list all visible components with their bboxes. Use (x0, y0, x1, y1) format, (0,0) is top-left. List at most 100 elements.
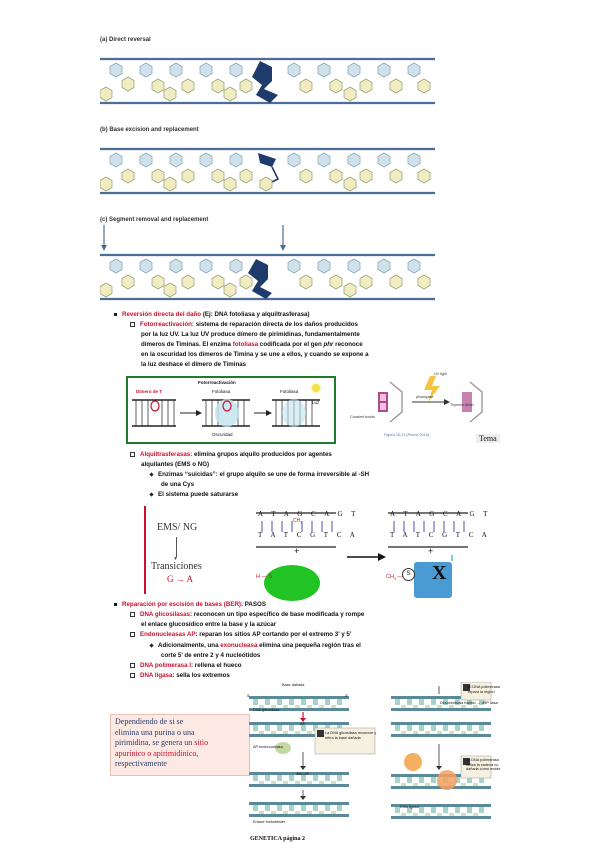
ber-i3: : rellena el hueco (191, 662, 242, 669)
plus-left: + (294, 546, 300, 556)
bullet-icon (114, 312, 117, 316)
seq-bot-left: T A T C G T C A (258, 531, 359, 539)
seq-top-left: A T A G C A G T (258, 510, 359, 518)
ber-step-1: La DNA glicosilasa reconoce y retira la … (325, 731, 377, 740)
alquil-line-1: Alquiltrasferasas: elimina grupos alquil… (130, 450, 332, 459)
foto-figure-dimer: Dímero de T (136, 389, 163, 394)
pink-note: Dependiendo de si se elimina una purina … (110, 714, 250, 776)
foto-figure-oscuridad: Oscuridad (212, 432, 233, 437)
alquil-line-2: alquilantes (EMS o NG) (141, 461, 210, 468)
alquil-bullet-1: Enzimas “suicidas”: el grupo alquilo se … (149, 470, 370, 479)
diamond-bullet-icon (149, 643, 154, 648)
reversion-heading: Reversión directa del daño (Ej: DNA foto… (114, 310, 310, 319)
ber-i4: : sella los extremos (172, 672, 230, 679)
pink-line-1: Dependiendo de si se (115, 717, 184, 726)
ch3-left: CH3 (293, 518, 303, 525)
pink-line-4: apurínico o apirimidínico, (115, 749, 245, 760)
pink-line-3: pirimidina, se genera un sitio (115, 738, 245, 749)
reversion-title-rest: (Ej: DNA fotoliasa y alquiltrasferasa) (201, 311, 310, 318)
ber-ligasa: DNA ligasa (400, 805, 419, 809)
ber-item-1: DNA glicosilasas: reconocen un tipo espe… (130, 610, 364, 619)
ber-item-3: DNA polimerasa I: rellena el hueco (130, 661, 242, 670)
foto-figure-title: Fotorreactivación (198, 380, 236, 385)
foto-figure-fotoliasa-2: Fotoliasa (280, 389, 299, 394)
square-bullet-icon (130, 321, 135, 327)
plus-right: + (428, 546, 434, 556)
ber-sitio: Sitio AP (296, 772, 310, 776)
panel-b-dna (100, 147, 435, 195)
ch3-left-text: CH (293, 518, 301, 524)
ber-i2s-b: elimina una pequeña región tras el (257, 642, 361, 649)
foto-line-4: en la oscuridad los dímeros de Timina y … (141, 351, 369, 358)
hs-label: H — S (256, 574, 273, 580)
ber-i2: : reparan los sitios AP cortando por el … (195, 631, 352, 638)
seq-top-right: A T A G C A G T (390, 510, 491, 518)
covalent-bonds-label: Covalent bonds (350, 415, 375, 419)
fotorreactivacion-figure: Fotorreactivación Dímero de T Fotoliasa … (126, 376, 336, 444)
alquil-transfer-figure (256, 512, 468, 601)
bullet-icon (114, 602, 117, 606)
alquil-label: Alquiltrasferasas: (140, 451, 193, 458)
tema-label: Tema (476, 434, 500, 443)
page-footer: GENETICA página 2 (250, 836, 306, 842)
panel-a-label: (a) Direct reversal (100, 37, 151, 43)
seq-bot-right: T A T C G T C A (390, 531, 491, 539)
alquil-bullet-2: El sistema puede saturarse (149, 490, 239, 499)
ber-title-rest: : PASOS (240, 601, 266, 608)
ber-subitem: Adicionalmente, una exonucleasa elimina … (149, 641, 361, 650)
ber-three-prime: 3’ (345, 694, 348, 698)
pink-comma: , (196, 748, 199, 758)
foto-line-2: por la luz UV. La luz UV produce dímero … (141, 331, 360, 338)
diamond-bullet-icon (149, 472, 154, 477)
ber-step-4: La DNA polimerasa utiliza la cadena no d… (466, 758, 501, 772)
ems-red-bar (144, 506, 146, 594)
ber-base-danada: Base dañada (282, 683, 305, 687)
foto-ladders (132, 399, 320, 427)
alquil-b2: El sistema puede saturarse (158, 491, 239, 498)
panel-a-dna (100, 57, 435, 105)
alquil-bullet-1b: de una Cys (161, 481, 195, 488)
foto-caption: Figura 16.23 (Pierce 2016) (384, 433, 430, 437)
square-bullet-icon (130, 662, 135, 668)
pink-line-5: respectivamente (115, 759, 167, 768)
ems-arrow-head: ▼ (173, 556, 178, 562)
foto-text-1: sistema de reparación directa de los dañ… (193, 321, 359, 328)
square-bullet-icon (130, 611, 135, 617)
diamond-bullet-icon (149, 492, 154, 497)
reversion-title: Reversión directa del daño (122, 311, 202, 318)
ber-endo: AP endonucleasa (253, 745, 283, 749)
ber-subitem-b: corte 5’ de entre 2 y 4 nucleótidos (161, 652, 261, 659)
photolyase-label: photolyase (416, 395, 433, 399)
square-bullet-icon (130, 631, 135, 637)
ber-glicosilasa: DNA glicosilasa (253, 708, 280, 712)
foto-label: Fotorreactivación: (140, 321, 194, 328)
foto-fotoliasa: fotoliasa (232, 341, 259, 348)
g-to-a-label: G → A (167, 574, 194, 584)
ems-arrow-line (176, 537, 177, 557)
ber-item-2: Endonucleasas AP: reparan los sitios AP … (130, 630, 352, 639)
foto-text-3: dímeros de Timinas. El enzima (141, 341, 233, 348)
pink-sitio: sitio (194, 738, 209, 747)
ber-i4-red: DNA ligasa (140, 672, 173, 679)
alquil-b1a: Enzimas “suicidas”: el grupo alquilo se … (158, 471, 370, 478)
pink-apurinico: apurínico o apirimidínico (115, 748, 197, 758)
pink-line-2: elimina una purina o una (115, 727, 195, 737)
panel-b-label: (b) Base excision and replacement (100, 127, 199, 133)
x-inactive-label: X (432, 562, 447, 584)
ch3-s-label: CH3 — (386, 574, 403, 582)
ber-i1-red: DNA glicosilasas (140, 611, 190, 618)
ber-diagram (249, 682, 492, 819)
photolyase-illustration: Covalent bonds Thymine dimer UV light ph… (350, 372, 483, 423)
sun-icon (312, 384, 320, 392)
square-bullet-icon (130, 672, 135, 678)
foto-gene: phr (323, 341, 334, 348)
panel-c-label: (c) Segment removal and replacement (100, 217, 209, 223)
ber-step-2: El DNA polimerasa repara la región (468, 685, 500, 694)
ber-ap-label: AP (300, 722, 306, 726)
s-circle: S (402, 568, 415, 581)
ber-i2-red: Endonucleasas AP (140, 631, 196, 638)
ber-i3-red: DNA polimerasa I (140, 662, 192, 669)
ber-i1: : reconocen un tipo específico de base m… (189, 611, 365, 618)
pink-line-3-text: pirimidina, se genera un (115, 738, 195, 747)
ber-item-1b: el enlace glucosídico entre la base y la… (141, 621, 277, 628)
